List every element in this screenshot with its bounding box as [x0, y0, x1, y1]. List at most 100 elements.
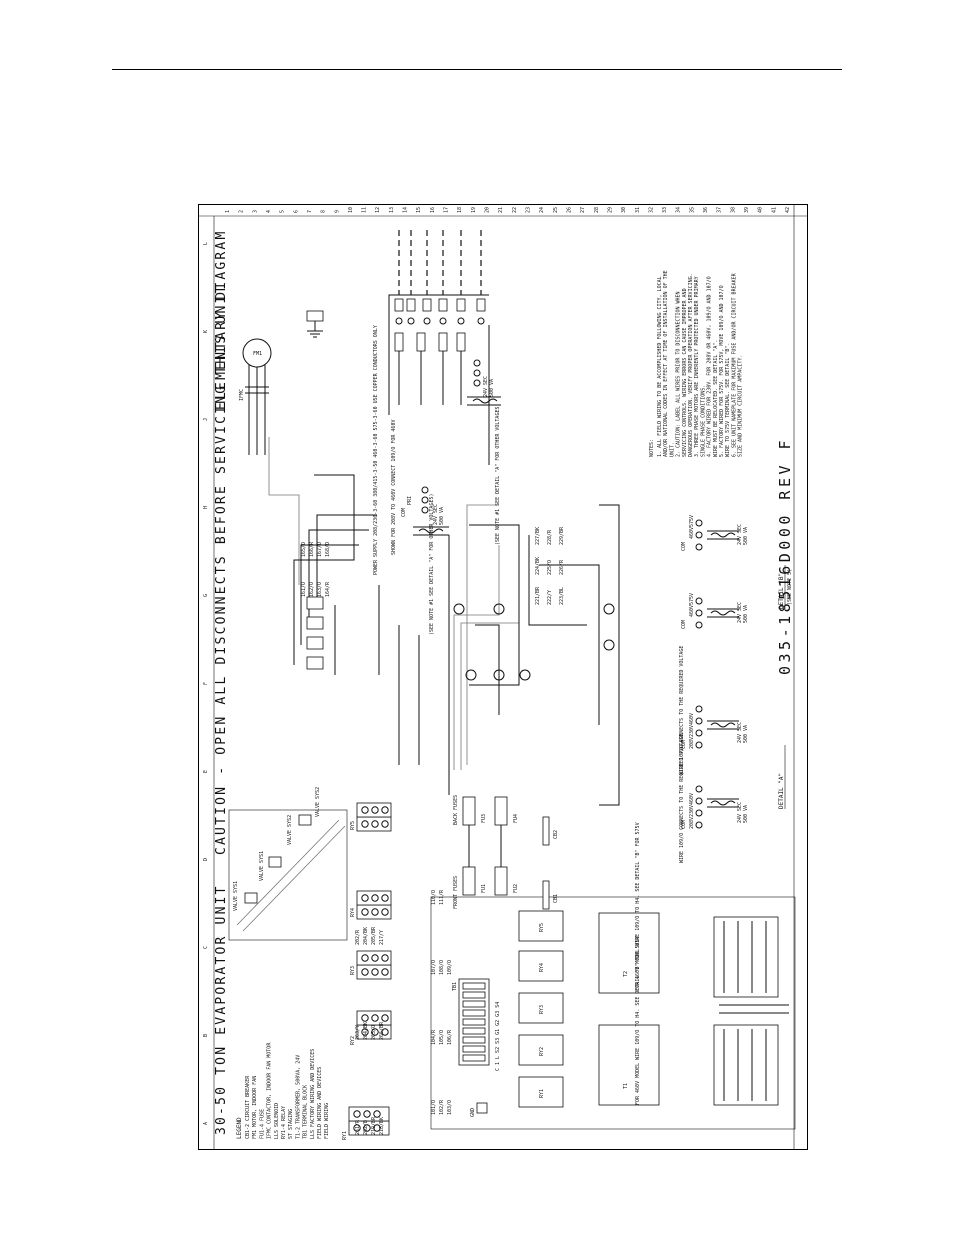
legend-item: RY1-4 RELAY — [281, 1106, 287, 1139]
grid-row-number: 35 — [689, 207, 695, 213]
field-terminal — [394, 298, 404, 312]
svg-text:C 1 L S2 S3 G1 G2 G3 S4: C 1 L S2 S3 G1 G2 G3 S4 — [495, 1002, 501, 1071]
front-fuse-fu1 — [462, 866, 476, 896]
tap-label: 24V SEC — [737, 602, 743, 623]
main-fuse-3 — [306, 636, 324, 650]
legend-heading: LEGEND — [236, 1117, 243, 1139]
field-terminal — [476, 298, 486, 312]
tap-label: 208V — [689, 737, 695, 749]
transformer-t1-body — [598, 1024, 660, 1106]
relay-module-ry3 — [518, 992, 564, 1024]
tap-label: 575V — [689, 593, 695, 605]
svg-text:500 VA: 500 VA — [489, 379, 495, 397]
legend-item: TB1 TERMINAL BLOCK — [303, 1085, 309, 1139]
grid-row-number: 30 — [621, 207, 627, 213]
power-circuit: IFMC FM1 24V SEC 500 VA COM PRI — [239, 310, 620, 806]
svg-text:GND: GND — [470, 1108, 476, 1117]
legend-item: CB1-2 CIRCUIT BREAKER — [245, 1075, 251, 1139]
wire-label: 223/BL — [559, 587, 565, 605]
note-line: SERVICING CONTROLS. WIRING ERRORS CAN CA… — [682, 288, 688, 457]
legend-item: T1-2 TRANSFORMER, 500VA, 24V — [295, 1055, 301, 1139]
relay-module-label: RY4 — [539, 963, 545, 972]
note-line: 1. ALL FIELD WIRING TO BE ACCOMPLISHED F… — [657, 276, 663, 457]
tap-label: 208V — [689, 817, 695, 829]
legend-item: LLS FACTORY WIRING AND DEVICES — [310, 1049, 316, 1139]
relay-blocks: RY1 RY2 RY3 RY4 RY5 — [342, 802, 392, 1140]
grid-row-number: 25 — [553, 207, 559, 213]
grid-row-number: 32 — [648, 207, 654, 213]
grid-row-number: 20 — [485, 207, 491, 213]
transformer-t2-body — [598, 912, 660, 994]
svg-text:RY3: RY3 — [350, 966, 356, 975]
note-line: WIRE MUST BE RELOCATED. SEE DETAIL "A". — [713, 340, 719, 457]
note-line: 6. SEE UNIT NAMEPLATE FOR MAXIMUM FUSE A… — [731, 272, 737, 457]
valve-sys1b-label: VALVE SYS1 — [259, 851, 265, 881]
grid-row-number: 34 — [676, 207, 682, 213]
wire-label: 166/R — [309, 541, 315, 557]
wire-label: 227/BK — [535, 527, 541, 545]
grid-row-number: 21 — [498, 207, 504, 213]
svg-text:CB2: CB2 — [553, 830, 559, 839]
detail-a-title: DETAIL "A" — [778, 773, 785, 809]
detail-b-title: DETAIL "B" — [778, 573, 785, 609]
tap-label: 24V SEC — [737, 802, 743, 823]
tap-label: COM — [681, 820, 687, 829]
field-fuse — [394, 332, 404, 352]
back-fuse-fu4 — [494, 796, 508, 826]
relay-coil — [493, 603, 505, 615]
relay-terminal — [373, 1124, 381, 1132]
svg-text:RY5: RY5 — [350, 821, 356, 830]
wire-label: 266/BR — [379, 1021, 385, 1040]
grid-row-number: 7 — [307, 210, 313, 213]
wire-label: 218/BK — [379, 1117, 385, 1135]
tap-label: 230V — [689, 725, 695, 737]
note-line: 3. THREE PHASE MOTORS ARE INHERENTLY PRO… — [694, 276, 700, 457]
t1-note: FOR 460V MODEL WIRE 109/O TO H4. SEE DET… — [635, 936, 641, 1105]
wire-label: 164/R — [325, 581, 331, 597]
sheet-title: 30-50 TON EVAPORATOR UNIT — [214, 884, 229, 1135]
tap-label: 460V — [689, 605, 695, 617]
svg-text:TB1: TB1 — [452, 982, 458, 991]
relay-terminal — [363, 1110, 371, 1118]
svg-text:FU1: FU1 — [481, 884, 487, 893]
wire-label: 217/Y — [379, 930, 385, 945]
grid-row-number: 2 — [239, 210, 245, 213]
relay-module-ry1 — [518, 1076, 564, 1108]
relay-terminal — [363, 1124, 371, 1132]
wire-label: 262/B — [363, 1120, 369, 1135]
wire-label: 226/R — [559, 559, 565, 575]
wire-label: 265/O — [371, 1025, 377, 1040]
svg-text:FU3: FU3 — [481, 814, 487, 823]
wire-label: 225/O — [547, 560, 553, 575]
grid-row-number: 42 — [785, 207, 791, 213]
note-line: UNIT. — [669, 442, 675, 457]
field-wiring — [388, 230, 490, 465]
relay-terminal — [373, 1110, 381, 1118]
grid-column-letter: G — [203, 594, 209, 597]
caution-banner: CAUTION - OPEN ALL DISCONNECTS BEFORE SE… — [214, 283, 229, 855]
grid-row-number: 40 — [758, 207, 764, 213]
relay-terminal — [361, 968, 369, 976]
valve-sys2b-label: VALVE SYS2 — [315, 787, 321, 817]
wire-label: 221/BR — [535, 586, 541, 605]
contactor-block-lower — [713, 1024, 779, 1106]
wire-label: 103/O — [447, 1100, 453, 1115]
relay-module-label: RY3 — [539, 1005, 545, 1014]
grid-row-number: 6 — [293, 210, 299, 213]
relay-coil — [493, 669, 505, 681]
grid-row-number: 26 — [566, 207, 572, 213]
grid-row-number: 24 — [539, 207, 545, 213]
wire-label: 161/O — [301, 582, 307, 597]
svg-text:FU2: FU2 — [513, 884, 519, 893]
field-terminal-node — [423, 317, 431, 325]
tap-label: 500 VA — [743, 605, 749, 623]
note-line: SIZE AND MINIMUM CIRCUIT AMPACITY. — [738, 355, 744, 457]
relay-module-ry2 — [518, 1034, 564, 1066]
svg-text:24V SEC: 24V SEC — [433, 504, 439, 525]
tap-label: 460V — [689, 793, 695, 805]
terminal-screw — [462, 982, 486, 990]
relay-terminal-circles — [353, 806, 389, 1132]
grid-row-number: 9 — [334, 210, 340, 213]
